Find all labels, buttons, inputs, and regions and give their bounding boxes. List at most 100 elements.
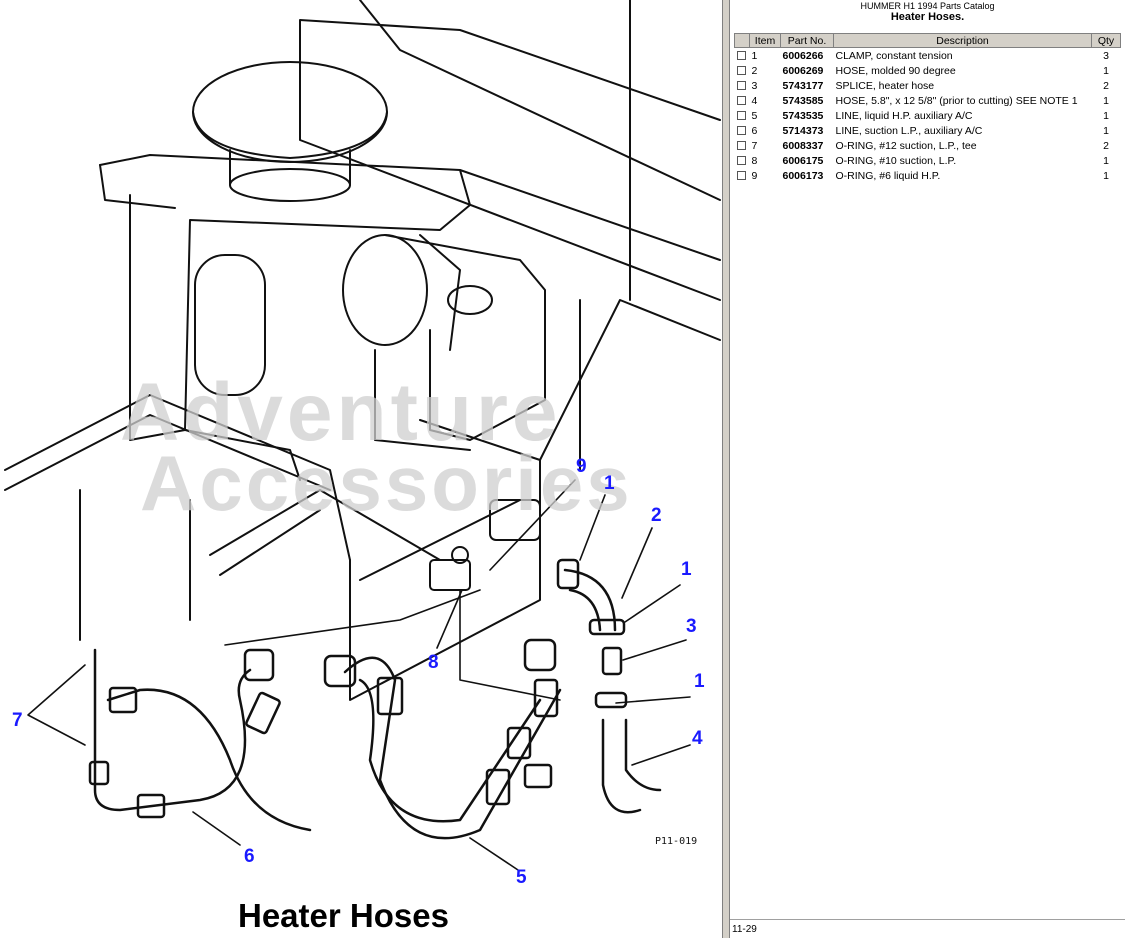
column-header-qty[interactable]: Qty bbox=[1091, 33, 1121, 48]
part-quantity: 1 bbox=[1103, 154, 1109, 167]
leader-lines bbox=[27, 479, 691, 871]
figure-code: P11-019 bbox=[655, 836, 698, 847]
item-number: 3 bbox=[751, 79, 758, 92]
callout-1: 1 bbox=[604, 473, 615, 494]
row-checkbox[interactable] bbox=[736, 141, 746, 151]
part-quantity: 2 bbox=[1103, 79, 1109, 92]
part-quantity: 1 bbox=[1103, 64, 1109, 77]
callout-6: 6 bbox=[244, 846, 255, 867]
part-quantity: 1 bbox=[1103, 109, 1109, 122]
hose-6 bbox=[88, 648, 312, 832]
checkbox-cell bbox=[735, 93, 750, 108]
panel-splitter[interactable] bbox=[722, 0, 730, 938]
page-footer: 11-29 bbox=[730, 919, 1125, 938]
air-cleaner bbox=[192, 61, 388, 202]
row-checkbox[interactable] bbox=[736, 126, 746, 136]
callout-2: 2 bbox=[651, 505, 662, 526]
part-description: CLAMP, constant tension bbox=[835, 49, 953, 62]
row-checkbox[interactable] bbox=[736, 171, 746, 181]
item-number: 6 bbox=[751, 124, 758, 137]
part-number: 6006266 bbox=[782, 49, 824, 62]
table-row[interactable]: 3 5743177 SPLICE, heater hose 2 bbox=[735, 78, 1121, 93]
table-row[interactable]: 9 6006173 O-RING, #6 liquid H.P. 1 bbox=[735, 168, 1121, 183]
callout-9: 9 bbox=[576, 456, 587, 477]
table-row[interactable]: 7 6008337 O-RING, #12 suction, L.P., tee 2 bbox=[735, 138, 1121, 153]
table-row[interactable]: 1 6006266 CLAMP, constant tension 3 bbox=[735, 48, 1121, 64]
heater-tank bbox=[342, 234, 546, 451]
watermark: Adventure Accessories bbox=[120, 367, 633, 527]
svg-text:Accessories: Accessories bbox=[140, 439, 633, 527]
part-description: LINE, liquid H.P. auxiliary A/C bbox=[835, 109, 973, 122]
row-checkbox[interactable] bbox=[736, 96, 746, 106]
callout-3: 3 bbox=[686, 616, 697, 637]
part-number: 6006175 bbox=[782, 154, 824, 167]
column-header-item[interactable]: Item bbox=[749, 33, 781, 48]
item-number: 2 bbox=[751, 64, 758, 77]
part-description: LINE, suction L.P., auxiliary A/C bbox=[835, 124, 983, 137]
part-number: 6008337 bbox=[782, 139, 824, 152]
part-quantity: 1 bbox=[1103, 169, 1109, 182]
part-number: 5743535 bbox=[782, 109, 824, 122]
part-description: O-RING, #6 liquid H.P. bbox=[835, 169, 941, 182]
checkbox-cell bbox=[735, 138, 750, 153]
cowl-panel bbox=[99, 0, 721, 481]
row-checkbox[interactable] bbox=[736, 111, 746, 121]
checkbox-cell bbox=[735, 48, 750, 64]
part-quantity: 1 bbox=[1103, 124, 1109, 137]
checkbox-cell bbox=[735, 153, 750, 168]
callout-7: 7 bbox=[12, 710, 23, 731]
table-row[interactable]: 4 5743585 HOSE, 5.8", x 12 5/8" (prior to … bbox=[735, 93, 1121, 108]
page-number: 11-29 bbox=[732, 924, 757, 935]
callout-5: 5 bbox=[516, 867, 527, 888]
row-checkbox[interactable] bbox=[736, 66, 746, 76]
part-description: HOSE, molded 90 degree bbox=[835, 64, 956, 77]
part-quantity: 3 bbox=[1103, 49, 1109, 62]
part-description: O-RING, #12 suction, L.P., tee bbox=[835, 139, 977, 152]
parts-table-body: 1 6006266 CLAMP, constant tension 3 2 6006269… bbox=[735, 48, 1121, 184]
row-checkbox[interactable] bbox=[736, 51, 746, 61]
catalog-title: HUMMER H1 1994 Parts Catalog bbox=[860, 1, 995, 11]
part-number: 5714373 bbox=[782, 124, 824, 137]
part-description: HOSE, 5.8", x 12 5/8" (prior to cutting)… bbox=[835, 94, 1078, 107]
part-number: 6006173 bbox=[782, 169, 824, 182]
item-number: 4 bbox=[751, 94, 758, 107]
diagram-drawing: Adventure Accessories bbox=[4, 0, 721, 871]
parts-table: Item Part No. Description Qty 1 6006266 CL… bbox=[734, 33, 1121, 183]
part-number: 5743177 bbox=[782, 79, 824, 92]
table-header: Item Part No. Description Qty bbox=[734, 33, 1121, 48]
part-description: SPLICE, heater hose bbox=[835, 79, 935, 92]
item-number: 8 bbox=[751, 154, 758, 167]
callout-4: 4 bbox=[692, 728, 703, 749]
table-row[interactable]: 6 5714373 LINE, suction L.P., auxiliary A/… bbox=[735, 123, 1121, 138]
checkbox-cell bbox=[735, 168, 750, 183]
part-quantity: 1 bbox=[1103, 94, 1109, 107]
checkbox-cell bbox=[735, 63, 750, 78]
callout-1: 1 bbox=[694, 671, 705, 692]
part-number: 6006269 bbox=[782, 64, 824, 77]
section-title: Heater Hoses. bbox=[890, 11, 965, 23]
column-header-part-no[interactable]: Part No. bbox=[780, 33, 834, 48]
row-checkbox[interactable] bbox=[736, 81, 746, 91]
diagram-title: Heater Hoses bbox=[238, 897, 449, 934]
part-quantity: 2 bbox=[1103, 139, 1109, 152]
item-number: 7 bbox=[751, 139, 758, 152]
heater-hose-assembly bbox=[556, 558, 662, 814]
fitting-block bbox=[429, 499, 541, 591]
exploded-diagram: Adventure Accessories 9 1 2 1 3 1 4 8 7 … bbox=[4, 0, 721, 934]
item-number: 9 bbox=[751, 169, 758, 182]
frame-rails bbox=[4, 299, 721, 701]
table-row[interactable]: 8 6006175 O-RING, #10 suction, L.P. 1 bbox=[735, 153, 1121, 168]
callout-1: 1 bbox=[681, 559, 692, 580]
item-number: 1 bbox=[751, 49, 758, 62]
select-column-header bbox=[734, 33, 750, 48]
row-checkbox[interactable] bbox=[736, 156, 746, 166]
hose-5 bbox=[323, 638, 562, 840]
part-number: 5743585 bbox=[782, 94, 824, 107]
column-header-description[interactable]: Description bbox=[833, 33, 1092, 48]
parts-panel: HUMMER H1 1994 Parts Catalog Heater Hose… bbox=[730, 0, 1125, 938]
table-row[interactable]: 2 6006269 HOSE, molded 90 degree 1 bbox=[735, 63, 1121, 78]
checkbox-cell bbox=[735, 78, 750, 93]
part-description: O-RING, #10 suction, L.P. bbox=[835, 154, 957, 167]
checkbox-cell bbox=[735, 123, 750, 138]
